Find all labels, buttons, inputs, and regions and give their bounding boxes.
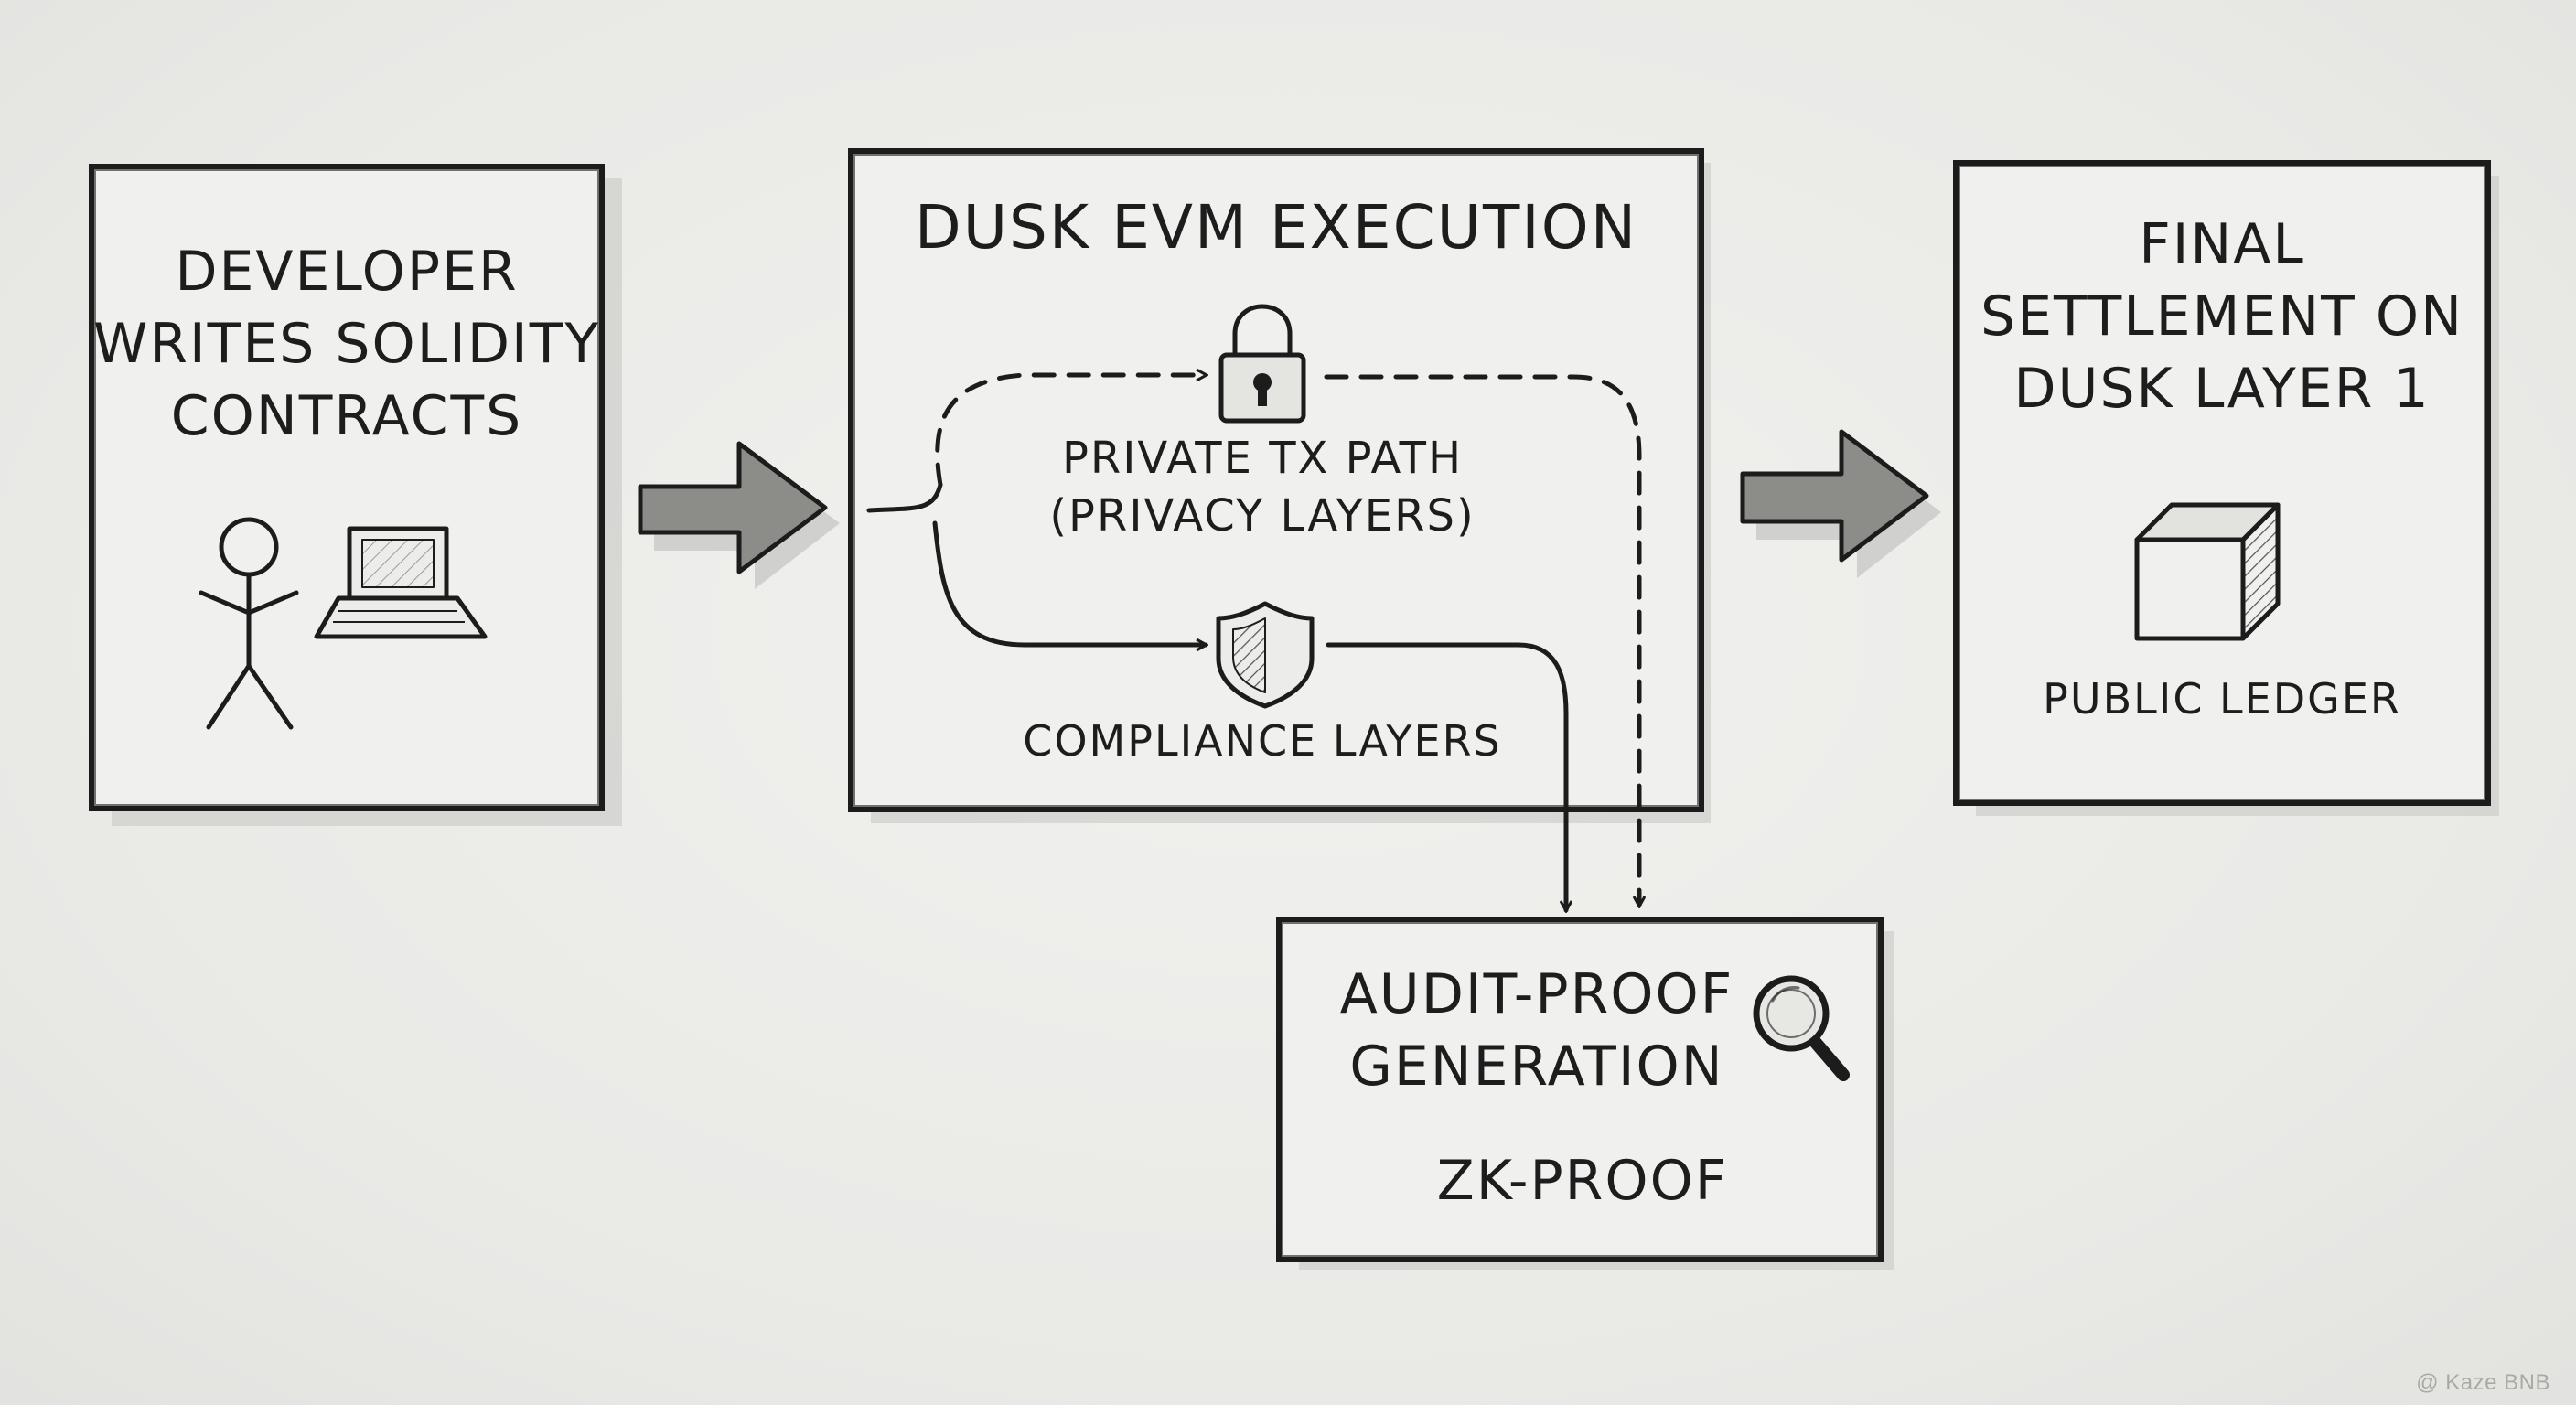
developer-box bbox=[89, 164, 622, 826]
branch-split-curve bbox=[866, 482, 943, 513]
flow-arrow-execution-to-settlement bbox=[1740, 429, 1941, 578]
developer-label-line-1: DEVELOPER bbox=[175, 240, 519, 304]
stick-figure-icon bbox=[199, 517, 299, 730]
watermark: @ Kaze BNB bbox=[2416, 1370, 2550, 1395]
execution-box-title: DUSK EVM EXECUTION bbox=[914, 192, 1638, 263]
public-ledger-label: PUBLIC LEDGER bbox=[2043, 674, 2401, 724]
settlement-box-label: FINAL SETTLEMENT ON DUSK LAYER 1 bbox=[1956, 209, 2488, 426]
compliance-path-arrow bbox=[932, 520, 1206, 645]
zk-proof-label: ZK-PROOF bbox=[1436, 1149, 1729, 1213]
settlement-label-line-1: FINAL bbox=[2139, 212, 2305, 276]
audit-label-line-2: GENERATION bbox=[1349, 1035, 1724, 1099]
audit-box-label: AUDIT-PROOF GENERATION bbox=[1317, 959, 1756, 1103]
audit-label-line-1: AUDIT-PROOF bbox=[1339, 962, 1734, 1026]
magnifier-icon bbox=[1753, 975, 1850, 1081]
settlement-label-line-2: SETTLEMENT ON bbox=[1980, 284, 2463, 349]
cube-icon bbox=[2134, 502, 2281, 641]
private-to-audit-arrow bbox=[1324, 374, 1639, 906]
private-path-label-line-1: PRIVATE TX PATH bbox=[1061, 433, 1464, 484]
developer-label-line-3: CONTRACTS bbox=[170, 384, 523, 449]
padlock-icon bbox=[1218, 304, 1306, 424]
shield-icon bbox=[1216, 601, 1315, 709]
settlement-box bbox=[1953, 160, 2499, 816]
laptop-icon bbox=[314, 526, 488, 639]
compliance-to-audit-arrow bbox=[1326, 642, 1566, 910]
private-path-label: PRIVATE TX PATH (PRIVACY LAYERS) bbox=[1006, 430, 1519, 546]
private-path-label-line-2: (PRIVACY LAYERS) bbox=[1049, 490, 1476, 542]
execution-box bbox=[848, 148, 1711, 823]
flow-arrow-developer-to-execution bbox=[638, 441, 840, 589]
developer-box-frame bbox=[89, 164, 605, 811]
private-path-arrow bbox=[935, 375, 1206, 488]
compliance-layers-label: COMPLIANCE LAYERS bbox=[1023, 716, 1502, 766]
settlement-label-line-3: DUSK LAYER 1 bbox=[2013, 357, 2431, 422]
developer-label-line-2: WRITES SOLIDITY bbox=[92, 312, 601, 377]
developer-box-label: DEVELOPER WRITES SOLIDITY CONTRACTS bbox=[91, 236, 602, 454]
